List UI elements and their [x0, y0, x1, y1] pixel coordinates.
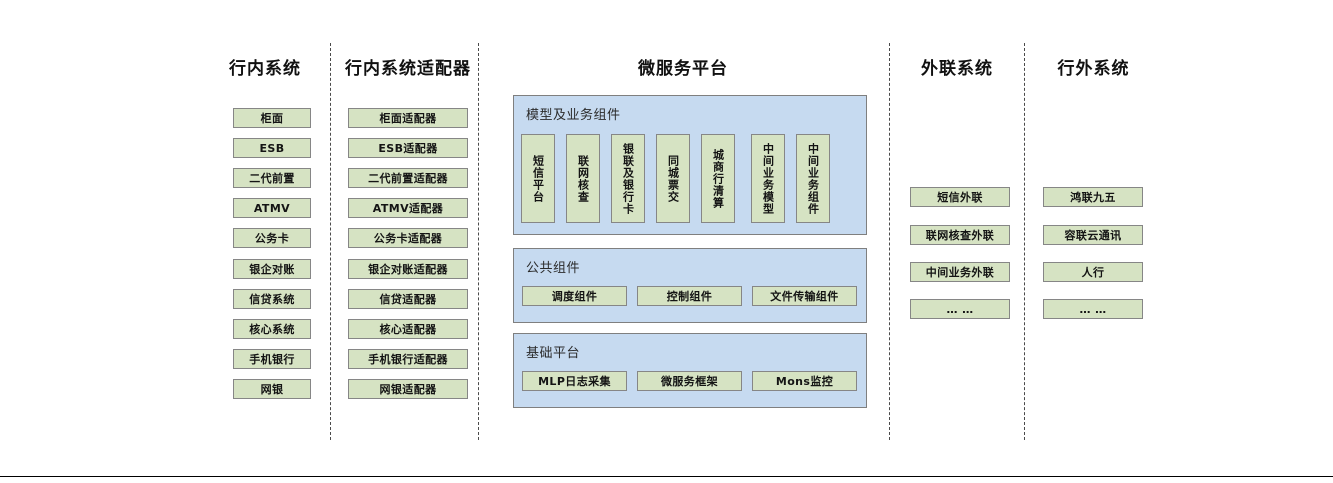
panel-base-platform: 基础平台: [513, 333, 867, 408]
panel-title-model-business-components: 模型及业务组件: [526, 108, 621, 123]
column-title-external-link-systems: 外联系统: [921, 59, 993, 79]
divider-col3-col4: [889, 43, 890, 440]
node-model-component-label: 联网核查: [576, 154, 590, 203]
divider-col2-col3: [478, 43, 479, 440]
bottom-rule: [0, 476, 1333, 477]
node-off-bank-system[interactable]: 鸿联九五: [1043, 187, 1143, 207]
node-in-bank-system[interactable]: 核心系统: [233, 319, 311, 339]
node-in-bank-adapter[interactable]: 网银适配器: [348, 379, 468, 399]
node-model-component-label: 银联及银行卡: [621, 142, 635, 215]
node-model-component[interactable]: 中间业务组件: [796, 134, 830, 223]
node-model-component-label: 城商行清算: [711, 148, 725, 209]
column-title-in-bank-systems: 行内系统: [229, 59, 301, 79]
node-base-platform-component[interactable]: MLP日志采集: [522, 371, 627, 391]
node-in-bank-system[interactable]: 二代前置: [233, 168, 311, 188]
node-model-component-label: 中间业务模型: [761, 142, 775, 215]
node-base-platform-component[interactable]: 微服务框架: [637, 371, 742, 391]
node-model-component[interactable]: 同城票交: [656, 134, 690, 223]
node-off-bank-system[interactable]: 人行: [1043, 262, 1143, 282]
panel-public-components: 公共组件: [513, 248, 867, 323]
node-in-bank-adapter[interactable]: 信贷适配器: [348, 289, 468, 309]
node-in-bank-adapter[interactable]: ATMV适配器: [348, 198, 468, 218]
node-in-bank-system[interactable]: ESB: [233, 138, 311, 158]
node-in-bank-adapter[interactable]: 公务卡适配器: [348, 228, 468, 248]
node-model-component[interactable]: 中间业务模型: [751, 134, 785, 223]
node-model-component[interactable]: 城商行清算: [701, 134, 735, 223]
node-in-bank-system[interactable]: 手机银行: [233, 349, 311, 369]
node-in-bank-system[interactable]: 公务卡: [233, 228, 311, 248]
node-public-component[interactable]: 控制组件: [637, 286, 742, 306]
node-public-component[interactable]: 文件传输组件: [752, 286, 857, 306]
node-off-bank-system[interactable]: 容联云通讯: [1043, 225, 1143, 245]
node-in-bank-adapter[interactable]: 银企对账适配器: [348, 259, 468, 279]
node-model-component[interactable]: 短信平台: [521, 134, 555, 223]
node-base-platform-component[interactable]: Mons监控: [752, 371, 857, 391]
divider-col4-col5: [1024, 43, 1025, 440]
node-model-component[interactable]: 银联及银行卡: [611, 134, 645, 223]
column-title-microservice-platform: 微服务平台: [638, 59, 728, 79]
node-external-link-system[interactable]: 短信外联: [910, 187, 1010, 207]
panel-title-base-platform: 基础平台: [526, 346, 581, 361]
column-title-off-bank-systems: 行外系统: [1057, 59, 1130, 79]
node-in-bank-system[interactable]: 网银: [233, 379, 311, 399]
node-model-component-label: 同城票交: [666, 154, 680, 203]
node-external-link-system[interactable]: 中间业务外联: [910, 262, 1010, 282]
node-model-component[interactable]: 联网核查: [566, 134, 600, 223]
node-external-link-system[interactable]: 联网核查外联: [910, 225, 1010, 245]
panel-title-public-components: 公共组件: [526, 261, 581, 276]
divider-col1-col2: [330, 43, 331, 440]
node-in-bank-system[interactable]: 银企对账: [233, 259, 311, 279]
node-in-bank-adapter[interactable]: ESB适配器: [348, 138, 468, 158]
node-model-component-label: 中间业务组件: [806, 142, 820, 215]
node-in-bank-adapter[interactable]: 手机银行适配器: [348, 349, 468, 369]
node-external-link-system[interactable]: … …: [910, 299, 1010, 319]
node-in-bank-adapter[interactable]: 柜面适配器: [348, 108, 468, 128]
node-in-bank-system[interactable]: ATMV: [233, 198, 311, 218]
node-in-bank-adapter[interactable]: 二代前置适配器: [348, 168, 468, 188]
node-model-component-label: 短信平台: [531, 154, 545, 203]
column-title-in-bank-adapters: 行内系统适配器: [345, 59, 471, 79]
node-in-bank-system[interactable]: 柜面: [233, 108, 311, 128]
node-public-component[interactable]: 调度组件: [522, 286, 627, 306]
node-in-bank-system[interactable]: 信贷系统: [233, 289, 311, 309]
node-off-bank-system[interactable]: … …: [1043, 299, 1143, 319]
node-in-bank-adapter[interactable]: 核心适配器: [348, 319, 468, 339]
